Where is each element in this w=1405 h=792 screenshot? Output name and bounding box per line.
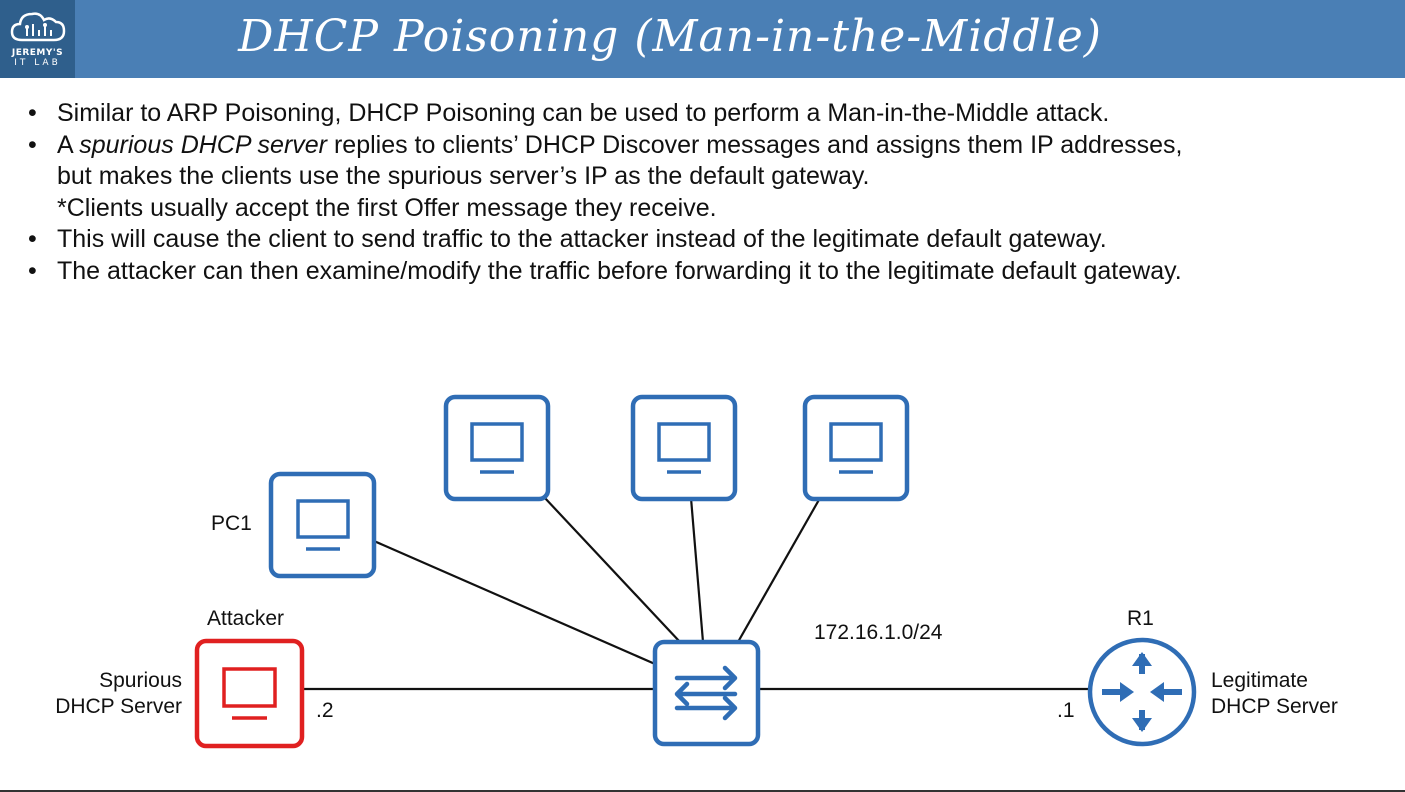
bullet-item: The attacker can then examine/modify the… — [28, 256, 1388, 288]
attacker-ip-label: .2 — [316, 699, 334, 722]
bullet-item: This will cause the client to send traff… — [28, 224, 1388, 256]
cloud-logo-icon — [10, 12, 66, 42]
link-pc3-switch — [689, 497, 705, 643]
link-pc4-switch — [737, 497, 821, 643]
bullet-emphasis: spurious DHCP server — [79, 130, 328, 159]
bullet-text: Similar to ARP Poisoning, DHCP Poisoning… — [57, 99, 1110, 127]
links — [303, 496, 1090, 691]
legit-label-line1: Legitimate — [1211, 669, 1308, 692]
pc-icon — [268, 471, 377, 579]
pc-icon — [802, 394, 910, 502]
bullet-text: replies to clients’ DHCP Discover messag… — [327, 130, 1183, 159]
logo-line1: JEREMY'S — [11, 48, 64, 58]
logo: JEREMY'S IT LAB — [0, 0, 75, 78]
router-label: R1 — [1127, 607, 1154, 630]
pc-icon — [443, 394, 551, 502]
bottom-divider — [0, 790, 1405, 792]
network-label: 172.16.1.0/24 — [814, 621, 943, 644]
link-pc1-switch — [373, 539, 656, 666]
legit-label-line2: DHCP Server — [1211, 695, 1338, 718]
spurious-label-line1: Spurious — [99, 669, 182, 692]
pc-icon — [630, 394, 738, 502]
bullet-item: A spurious DHCP server replies to client… — [28, 130, 1388, 162]
bullet-text: but makes the clients use the spurious s… — [57, 162, 870, 190]
page-title: DHCP Poisoning (Man-in-the-Middle) — [238, 11, 1102, 62]
router-ip-label: .1 — [1057, 699, 1075, 722]
bullet-text: The attacker can then examine/modify the… — [57, 256, 1182, 285]
switch-icon — [652, 639, 761, 747]
bullet-list: Similar to ARP Poisoning, DHCP Poisoning… — [28, 98, 1388, 287]
attacker-pc-icon — [194, 638, 305, 749]
bullet-text: This will cause the client to send traff… — [57, 225, 1107, 253]
bullet-note: *Clients usually accept the first Offer … — [28, 193, 1388, 225]
bullet-continuation: but makes the clients use the spurious s… — [28, 161, 1388, 193]
attacker-label: Attacker — [207, 607, 284, 630]
router-icon — [1087, 637, 1197, 747]
logo-line2: IT LAB — [14, 58, 61, 68]
spurious-label-line2: DHCP Server — [55, 695, 182, 718]
logo-text: JEREMY'S IT LAB — [0, 48, 75, 68]
bullet-prefix: A — [57, 130, 80, 159]
bullet-text: *Clients usually accept the first Offer … — [57, 193, 717, 222]
bullet-item: Similar to ARP Poisoning, DHCP Poisoning… — [28, 98, 1388, 130]
link-pc2-switch — [543, 496, 681, 643]
pc1-label: PC1 — [211, 512, 252, 535]
header-bar: JEREMY'S IT LAB DHCP Poisoning (Man-in-t… — [0, 0, 1405, 78]
